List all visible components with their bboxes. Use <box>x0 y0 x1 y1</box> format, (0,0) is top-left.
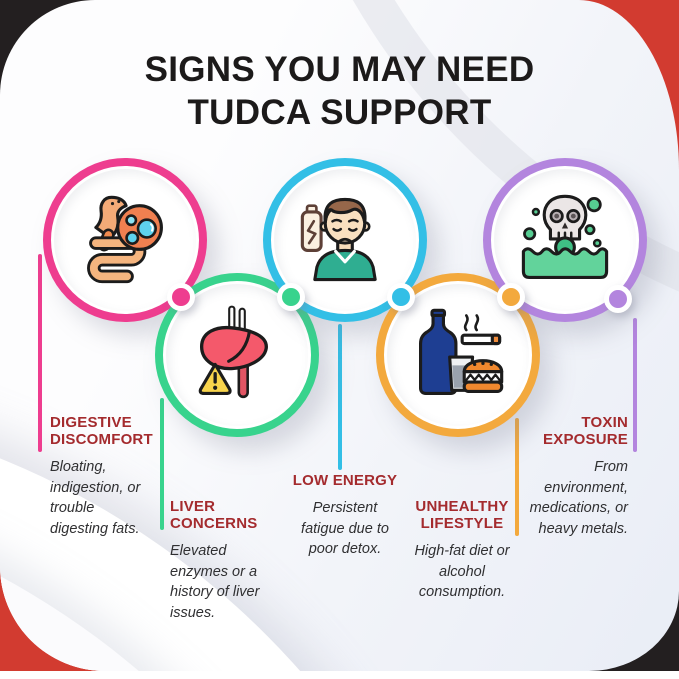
alcohol-cigarette-burger-icon <box>419 308 504 396</box>
sign-text-toxin: TOXIN EXPOSURE From environment, medicat… <box>510 414 628 539</box>
connector-line-liver <box>160 398 164 530</box>
sign-heading-digestive: DIGESTIVE DISCOMFORT <box>50 414 153 448</box>
sign-body-energy: Persistent fatigue due to poor detox. <box>301 500 389 557</box>
connector-line-energy <box>338 324 342 470</box>
sign-text-digestive: DIGESTIVE DISCOMFORT Bloating, indigesti… <box>50 414 180 539</box>
connector-dot-digestive <box>167 283 195 311</box>
sign-heading-energy: LOW ENERGY <box>292 472 398 489</box>
skull-toxic-waste-icon <box>521 194 609 279</box>
sign-text-energy: LOW ENERGY Persistent fatigue due to poo… <box>263 472 427 560</box>
digestive-system-icon <box>87 195 163 284</box>
connector-dot-energy <box>387 283 415 311</box>
sign-text-lifestyle: UNHEALTHY LIFESTYLE High-fat diet or alc… <box>392 498 532 603</box>
sign-body-lifestyle: High-fat diet or alcohol consumption. <box>414 543 510 600</box>
connector-line-toxin <box>633 318 637 452</box>
sign-circle-lifestyle <box>376 273 540 437</box>
sign-circle-energy <box>263 158 427 322</box>
connector-dot-toxin <box>604 285 632 313</box>
sign-heading-toxin: TOXIN EXPOSURE <box>543 414 628 448</box>
sign-body-digestive: Bloating, indigestion, or trouble digest… <box>50 459 141 537</box>
page-title-line1: SIGNS YOU MAY NEED <box>144 50 535 89</box>
sign-text-liver: LIVER CONCERNS Elevated enzymes or a his… <box>170 498 285 623</box>
sign-body-toxin: From environment, medications, or heavy … <box>529 459 628 537</box>
connector-dot-liver <box>277 283 305 311</box>
connector-dot-lifestyle <box>497 283 525 311</box>
connector-line-lifestyle <box>515 418 519 536</box>
sign-body-liver: Elevated enzymes or a history of liver i… <box>170 543 260 621</box>
connector-line-digestive <box>38 254 42 452</box>
page-title: SIGNS YOU MAY NEED TUDCA SUPPORT <box>0 48 679 134</box>
page-title-line2: TUDCA SUPPORT <box>187 93 492 132</box>
tired-person-battery-icon <box>300 197 377 282</box>
sign-heading-lifestyle: UNHEALTHY LIFESTYLE <box>415 498 509 532</box>
sign-heading-liver: LIVER CONCERNS <box>170 498 258 532</box>
liver-warning-icon <box>198 305 268 399</box>
